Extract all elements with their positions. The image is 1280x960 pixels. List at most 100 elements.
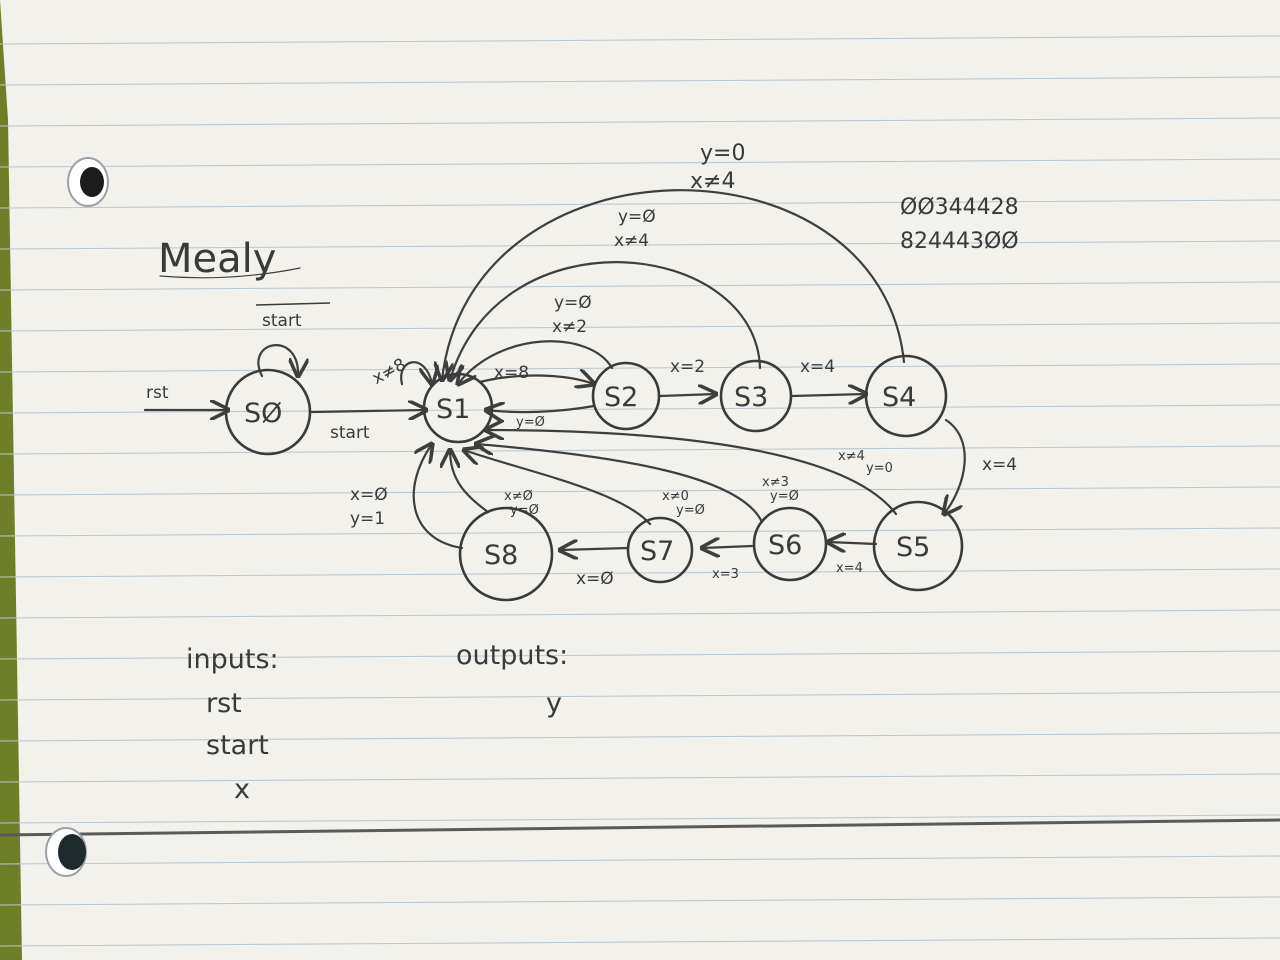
transitions <box>143 189 966 550</box>
state-s8-label: S8 <box>484 540 518 571</box>
edge-s5-s6 <box>828 542 878 544</box>
input-item-x: x <box>234 774 250 805</box>
edge-s1-self <box>400 361 432 384</box>
edge-s6-s1 <box>476 444 764 524</box>
edge-s8-s1 <box>450 450 490 514</box>
ruled-line <box>0 199 1280 209</box>
state-s4-label: S4 <box>882 382 916 413</box>
ruled-line <box>0 814 1280 824</box>
ruled-line <box>0 609 1280 619</box>
ruled-line <box>0 650 1280 660</box>
state-s2-label: S2 <box>604 382 638 413</box>
id-number-2: 824443ØØ <box>900 229 1019 254</box>
state-s4-circle <box>864 354 948 438</box>
edge-s3-s4 <box>790 394 866 396</box>
label-s2-s3: x=2 <box>670 357 705 377</box>
state-s1-circle <box>422 372 494 444</box>
input-item-start: start <box>206 730 269 761</box>
label-s7-s1-line2: y=Ø <box>676 503 705 518</box>
ruled-line <box>0 773 1280 783</box>
state-s5-label: S5 <box>896 532 930 563</box>
state-s5-circle <box>872 500 964 592</box>
ruled-line <box>0 117 1280 127</box>
state-s2-circle <box>591 361 661 431</box>
label-s8-s1-out-line2: y=1 <box>350 509 385 529</box>
label-s5-s1-line1: x≠4 <box>838 449 865 464</box>
state-s6-circle <box>752 506 828 582</box>
state-s0-circle <box>224 368 312 456</box>
edge-s8-s1-out <box>412 444 464 550</box>
edge-s0-self <box>257 344 298 376</box>
label-s6-s1-line2: y=Ø <box>770 489 799 504</box>
margin-line <box>0 818 1280 837</box>
label-s2-s1-top-line1: y=Ø <box>554 293 592 313</box>
inputs-heading: inputs: <box>186 644 279 675</box>
outputs-heading: outputs: <box>456 640 568 671</box>
edge-s2-s1 <box>486 406 596 412</box>
edge-s3-s1 <box>450 261 762 380</box>
edge-labels: rst start start x≠8 x=8 y=Ø y=Ø x≠2 x=2 … <box>146 141 1017 589</box>
ruled-line <box>0 322 1280 332</box>
label-s8-s1-line2: y=Ø <box>510 503 539 518</box>
state-s0-label: SØ <box>244 398 282 429</box>
state-s6-label: S6 <box>768 530 802 561</box>
edge-s6-s7 <box>702 546 754 548</box>
edge-s0-s1 <box>310 410 426 412</box>
label-s5-s1-line2: y=0 <box>866 461 893 476</box>
ruled-line <box>0 896 1280 906</box>
label-s6-s7: x=3 <box>712 567 739 582</box>
edge-s1-s2 <box>478 376 594 385</box>
label-s2-s1: y=Ø <box>516 415 545 430</box>
ruled-line <box>0 732 1280 742</box>
label-s0-s1: start <box>330 423 370 443</box>
label-s7-s1-line1: x≠0 <box>662 489 689 504</box>
state-s7-label: S7 <box>640 536 674 567</box>
edge-s5-s1 <box>486 430 898 516</box>
label-s4-s5: x=4 <box>982 455 1017 475</box>
state-s8-circle <box>458 506 554 602</box>
title-underline <box>159 267 301 279</box>
outputs-list: outputs: y <box>456 640 568 719</box>
id-number-1: ØØ344428 <box>900 195 1019 220</box>
edge-s2-s1-top <box>458 340 614 384</box>
label-s5-s6: x=4 <box>836 561 863 576</box>
label-s2-s1-top-line2: x≠2 <box>552 317 587 337</box>
label-s1-s2: x=8 <box>494 363 529 383</box>
inputs-list: inputs: rst start x <box>186 644 279 805</box>
label-rst-in: rst <box>146 383 169 403</box>
state-s3-label: S3 <box>734 382 768 413</box>
punch-hole-bottom-shadow <box>58 834 86 870</box>
ruled-line <box>0 445 1280 455</box>
input-item-rst: rst <box>206 688 242 719</box>
label-s0-self: start <box>262 311 302 331</box>
label-s3-s4: x=4 <box>800 357 835 377</box>
label-s0-self-overline <box>255 302 331 306</box>
state-s7-circle <box>626 516 694 584</box>
label-s4-s1-line1: y=0 <box>700 141 745 166</box>
label-s4-s1-line2: x≠4 <box>690 169 735 194</box>
ruled-line <box>0 691 1280 701</box>
ruled-line <box>0 937 1280 947</box>
state-s3-circle <box>719 359 793 433</box>
output-item-y: y <box>546 688 562 719</box>
edge-s4-s5 <box>944 418 966 514</box>
ruled-line <box>0 527 1280 537</box>
edge-s2-s3 <box>658 394 716 396</box>
label-s3-s1-line1: y=Ø <box>618 207 656 227</box>
ruled-line <box>0 158 1280 168</box>
state-labels: SØ S1 S2 S3 S4 S5 S6 S7 S8 <box>244 382 930 571</box>
ruled-line <box>0 568 1280 578</box>
edge-s7-s1 <box>464 450 652 526</box>
label-s3-s1-line2: x≠4 <box>614 231 649 251</box>
state-s1-label: S1 <box>436 394 470 425</box>
states <box>224 354 964 602</box>
label-s8-s1-out-line1: x=Ø <box>350 485 388 505</box>
label-s6-s1-line1: x≠3 <box>762 475 789 490</box>
label-s8-s1-line1: x≠Ø <box>504 489 533 504</box>
label-s7-s8: x=Ø <box>576 569 614 589</box>
ruled-line <box>0 281 1280 291</box>
ruled-line <box>0 35 1280 45</box>
edge-s7-s8 <box>560 548 630 550</box>
